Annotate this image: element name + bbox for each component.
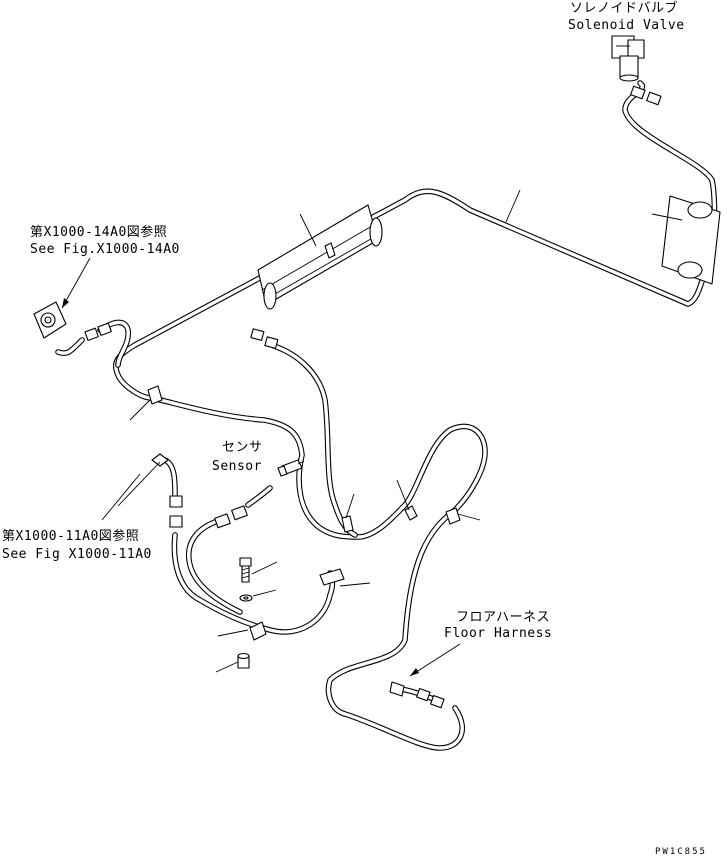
floor-harness-label-jp: フロアハーネス bbox=[456, 610, 550, 625]
left-switch-component-icon bbox=[33, 301, 67, 339]
clamps bbox=[147, 242, 461, 641]
solenoid-valve-label-en: Solenoid Valve bbox=[568, 18, 685, 33]
nut-icon bbox=[237, 652, 250, 669]
leader-lines bbox=[61, 189, 683, 677]
drawing-code: PW1C855 bbox=[655, 847, 707, 857]
sensor-icon bbox=[277, 459, 305, 477]
solenoid-connectors bbox=[630, 85, 662, 106]
see-fig-11a0-label-jp: 第X1000-11A0図参照 bbox=[2, 528, 139, 544]
sensor-label-jp: センサ bbox=[222, 440, 263, 455]
upper-protector-sleeve bbox=[257, 204, 383, 310]
fig11-connectors bbox=[151, 453, 183, 528]
washer-icon bbox=[239, 594, 253, 602]
see-fig-14a0-label-en: See Fig.X1000-14A0 bbox=[30, 242, 180, 257]
floor-harness-label-en: Floor Harness bbox=[444, 626, 552, 641]
bolt-icon bbox=[239, 557, 252, 583]
main-harness bbox=[112, 80, 718, 751]
see-fig-11a0-label-en: See Fig X1000-11A0 bbox=[2, 547, 152, 562]
see-fig-14a0-label-jp: 第X1000-14A0図参照 bbox=[30, 224, 167, 240]
right-protector-sleeve bbox=[661, 195, 721, 285]
branch-left-connector bbox=[55, 319, 131, 368]
branch-lower-left bbox=[162, 457, 336, 635]
solenoid-valve-icon bbox=[611, 35, 645, 82]
floor-connectors bbox=[389, 681, 445, 709]
center-connectors bbox=[250, 328, 279, 349]
sensor-label-en: Sensor bbox=[212, 459, 262, 474]
solenoid-valve-label-jp: ソレノイドバルブ bbox=[570, 0, 678, 16]
sensor-side-connectors bbox=[214, 505, 248, 529]
left-connectors bbox=[84, 322, 112, 341]
branch-center bbox=[271, 343, 358, 538]
